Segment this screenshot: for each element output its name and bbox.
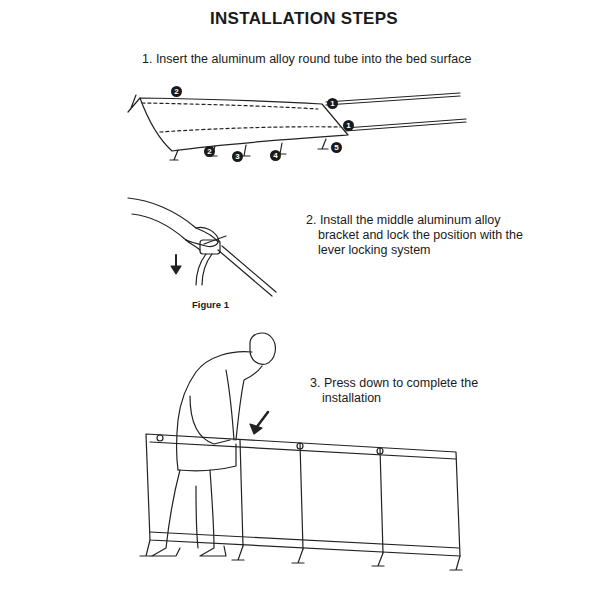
- lever-lock-drawing: [128, 198, 276, 296]
- callout-number: 2: [171, 86, 182, 97]
- step-text: 2. Install the middle aluminum alloy bra…: [306, 213, 523, 258]
- callout-number: 1: [327, 98, 338, 109]
- page-title: INSTALLATION STEPS: [4, 9, 600, 29]
- callout-number: 5: [331, 142, 342, 153]
- bed-surface-drawing: [128, 93, 466, 160]
- man-drawing: [152, 333, 275, 556]
- callout-number: 4: [270, 150, 281, 161]
- step-text: 1. Insert the aluminum alloy round tube …: [142, 52, 562, 67]
- callout-number: 1: [343, 120, 354, 131]
- callout-number: 3: [232, 151, 243, 162]
- callout-number: 2: [204, 146, 215, 157]
- step-text: 3. Press down to complete the installati…: [310, 376, 522, 406]
- figure-label: Figure 1: [190, 299, 231, 310]
- cot-frame-drawing: [140, 434, 462, 570]
